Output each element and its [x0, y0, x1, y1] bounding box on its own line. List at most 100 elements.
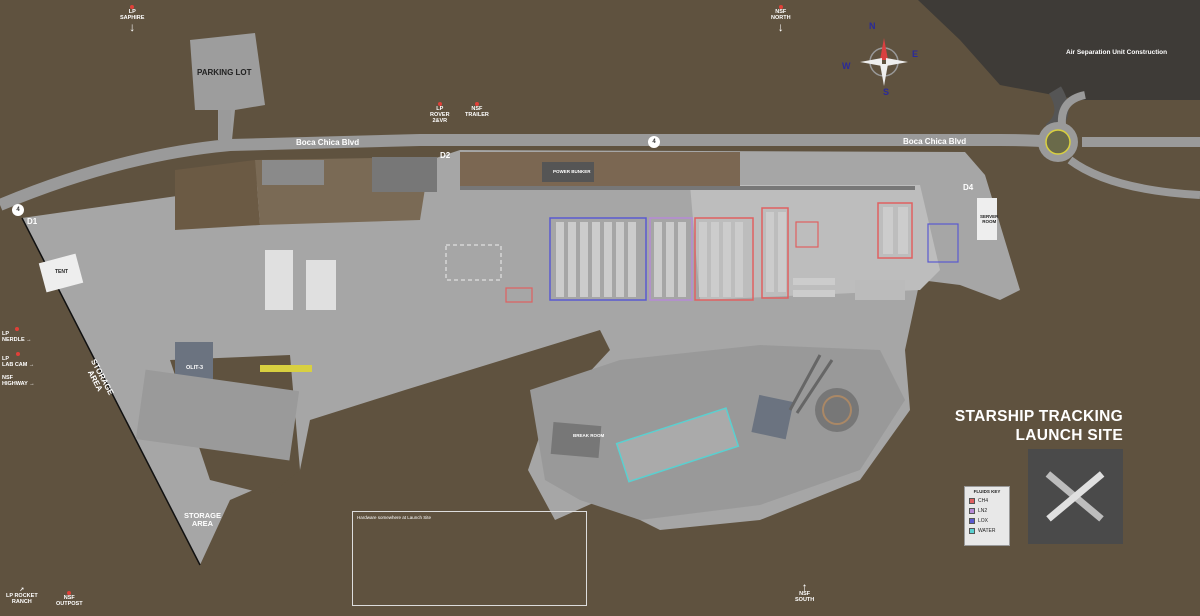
legend-title: FLUIDS KEY	[973, 489, 1001, 494]
olit-label: OLIT-3	[186, 365, 204, 371]
camera-lp-lab-cam[interactable]: LP LAB CAM →	[2, 352, 34, 369]
route-badge-west: 4	[12, 204, 24, 216]
camera-label: LP NERDLE	[2, 331, 25, 343]
camera-lp-rocket-ranch[interactable]: ↗LP ROCKET RANCH	[6, 587, 38, 605]
legend-label: WATER	[978, 528, 996, 534]
site-title: STARSHIP TRACKING LAUNCH SITE	[954, 408, 1123, 444]
arrow-right-icon: →	[26, 336, 32, 343]
swatch-icon	[969, 528, 975, 534]
road-label-right: Boca Chica Blvd	[903, 137, 967, 146]
camera-label: NSF SOUTH	[795, 591, 815, 603]
camera-dot-icon	[778, 5, 783, 9]
camera-label: NSF HIGHWAY	[2, 375, 28, 387]
legend-item-ch4: CH4	[969, 498, 1009, 504]
camera-nsf-trailer[interactable]: NSF TRAILER	[465, 102, 489, 119]
camera-dot-icon	[67, 591, 72, 595]
camera-dot-icon	[474, 102, 479, 106]
swatch-icon	[969, 518, 975, 524]
camera-label: NSF TRAILER	[465, 106, 489, 118]
horizontal-tanks	[265, 250, 905, 310]
camera-lp-rover[interactable]: LP ROVER 2&VR	[430, 102, 450, 124]
camera-nsf-south[interactable]: ↑NSF SOUTH	[795, 580, 815, 604]
road-south-east	[1067, 156, 1200, 199]
break-room-label: BREAK ROOM	[573, 433, 605, 438]
compass-west: W	[842, 61, 851, 71]
road-label-left: Boca Chica Blvd	[296, 138, 360, 147]
arrow-icon: ↗	[19, 587, 25, 593]
door-d4-label: D4	[963, 183, 974, 192]
hardware-notes-box: Hardware somewhere at Launch Site	[352, 511, 587, 606]
camera-lp-nerdle[interactable]: LP NERDLE →	[2, 327, 32, 344]
camera-nsf-north[interactable]: NSF NORTH↓	[771, 5, 791, 34]
camera-dot-icon	[16, 352, 21, 356]
tent-label: TENT	[55, 269, 69, 275]
camera-nsf-outpost[interactable]: NSF OUTPOST	[56, 591, 83, 608]
compass-south: S	[883, 87, 890, 97]
camera-dot-icon	[130, 5, 135, 9]
tank-farm-lox	[549, 217, 647, 301]
camera-dot-icon	[437, 102, 442, 106]
fluids-legend: FLUIDS KEY CH4 LN2 LOX WATER	[964, 486, 1010, 546]
arrow-right-icon: →	[28, 361, 35, 368]
legend-item-water: WATER	[969, 528, 1009, 534]
north-wall	[460, 186, 915, 190]
storage-dashed-area	[445, 244, 502, 281]
tent-shape	[38, 253, 84, 293]
air-separation-area	[918, 0, 1200, 100]
power-bunker-label: POWER BUNKER	[553, 169, 591, 174]
camera-nsf-highway[interactable]: NSF HIGHWAY →	[2, 375, 35, 388]
tank-farm-ch4	[505, 202, 959, 303]
power-bunker-shape	[542, 162, 594, 182]
legend-label: LOX	[978, 518, 989, 524]
arrow-down-icon: ↓	[777, 19, 784, 34]
compass-east: E	[912, 49, 919, 59]
arrow-right-icon: →	[29, 380, 35, 387]
legend-label: LN2	[978, 508, 988, 514]
server-room-shape	[977, 198, 997, 240]
camera-label: LP SAPHIRE	[120, 9, 145, 21]
camera-label: NSF OUTPOST	[56, 595, 83, 607]
legend-item-ln2: LN2	[969, 508, 1009, 514]
notes-title: Hardware somewhere at Launch Site	[357, 515, 432, 520]
camera-label: NSF NORTH	[771, 9, 791, 21]
launch-mount-ring	[815, 388, 859, 432]
server-room-label: SERVER ROOM	[980, 214, 999, 224]
launch-tower	[751, 394, 794, 440]
door-d2-label: D2	[440, 151, 451, 160]
building-b	[372, 157, 437, 192]
building-a	[262, 160, 324, 185]
road-north-east	[1057, 91, 1086, 126]
air-separation-label: Air Separation Unit Construction	[1066, 49, 1168, 56]
storage-area-bottom-label: STORAGE AREA	[184, 511, 221, 528]
roundabout-center	[1045, 129, 1071, 155]
camera-lp-saphire[interactable]: LP SAPHIRE↓	[120, 5, 145, 34]
door-d1-label: D1	[27, 217, 38, 226]
arrow-up-icon: ↑	[801, 580, 808, 594]
swatch-icon	[969, 498, 975, 504]
launch-mount-inner	[822, 395, 852, 425]
swatch-icon	[969, 508, 975, 514]
vehicle-yellow	[260, 365, 312, 372]
route-badge-center: 4	[648, 136, 660, 148]
compass-north: N	[869, 21, 876, 31]
main-road	[0, 134, 1056, 211]
crossed-rockets-logo-icon	[1045, 471, 1105, 522]
break-room-shape	[550, 421, 602, 459]
camera-label: LP ROVER 2&VR	[430, 106, 450, 124]
tank-farm-ln2	[649, 217, 754, 301]
parking-lot-label: PARKING LOT	[197, 68, 252, 77]
arrow-down-icon: ↓	[129, 19, 136, 34]
chopstick-arms	[788, 354, 834, 414]
parking-lot-shape	[190, 33, 265, 140]
camera-dot-icon	[14, 327, 19, 331]
legend-item-lox: LOX	[969, 518, 1009, 524]
legend-label: CH4	[978, 498, 989, 504]
compass-rose	[860, 38, 908, 86]
dirt-patch-a	[175, 160, 260, 230]
camera-label: LP LAB CAM	[2, 356, 28, 368]
water-tank-farm	[615, 407, 740, 483]
olit-launch-mount	[135, 369, 300, 461]
camera-label: LP ROCKET RANCH	[6, 592, 38, 605]
